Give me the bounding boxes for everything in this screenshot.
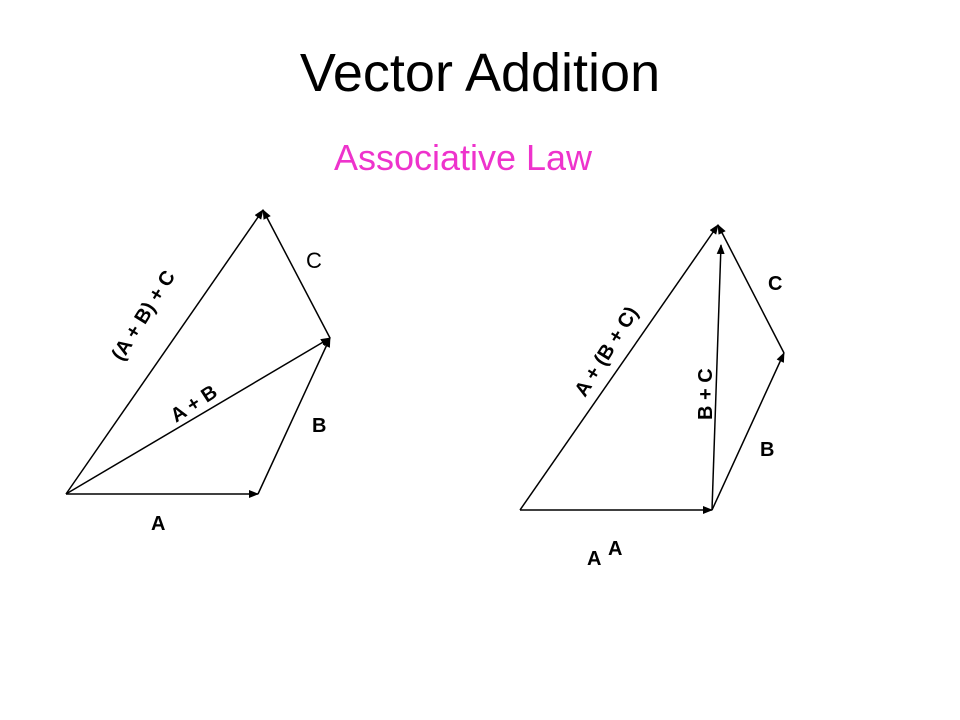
vector-sum-left xyxy=(65,209,264,495)
left-diagram: A B C A + B (A + B) + C xyxy=(65,209,331,535)
slide-title: Vector Addition xyxy=(299,43,661,103)
slide-subtitle: Associative Law xyxy=(333,137,593,178)
label-a-right-extra: A xyxy=(608,538,622,560)
right-diagram: A A B C B + C A + (B + C) xyxy=(519,224,785,570)
vector-b-left xyxy=(257,337,331,495)
label-a-plus-b-left: A + B xyxy=(167,381,222,427)
label-b-plus-c-right: B + C xyxy=(695,368,717,420)
label-c-left: C xyxy=(306,248,322,273)
label-a-left: A xyxy=(151,513,165,535)
vector-c-right xyxy=(717,224,785,354)
label-a-right: A xyxy=(587,548,601,570)
vector-b-plus-c-right xyxy=(711,244,725,511)
vector-sum-right xyxy=(519,224,719,511)
label-b-left: B xyxy=(312,415,326,437)
label-c-right: C xyxy=(768,273,782,295)
vector-a-plus-b-left xyxy=(65,337,331,495)
label-b-right: B xyxy=(760,439,774,461)
vector-b-right xyxy=(711,352,785,511)
vector-c-left xyxy=(262,209,331,339)
label-sum-left: (A + B) + C xyxy=(108,267,180,365)
